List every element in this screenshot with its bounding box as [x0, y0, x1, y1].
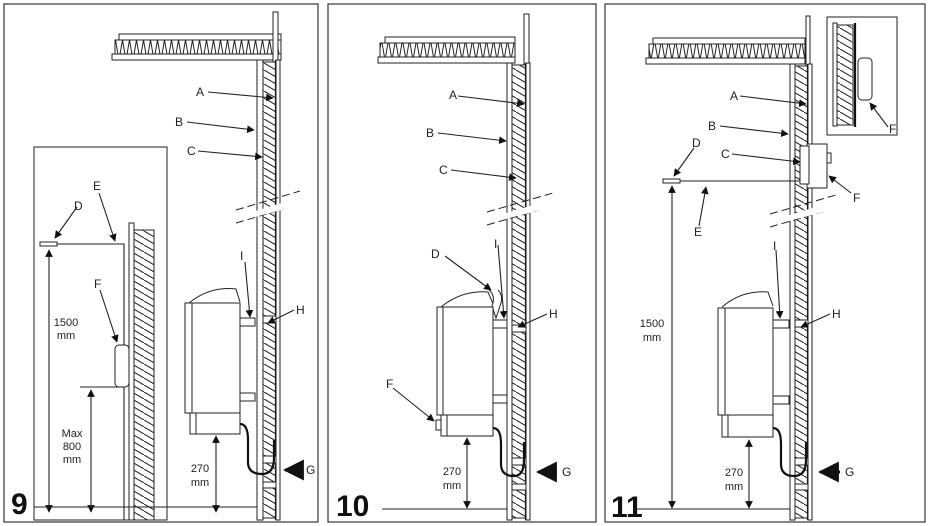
- wall-structure: [486, 62, 554, 521]
- label-b: B: [708, 119, 716, 133]
- label-f: F: [853, 191, 860, 205]
- power-cable: [772, 426, 808, 478]
- label-i: I: [773, 239, 776, 253]
- mounting-bracket: [239, 317, 256, 327]
- sensor-d: [662, 178, 681, 184]
- label-d: D: [431, 247, 440, 261]
- label-c: C: [439, 163, 448, 177]
- inset-wall: [128, 222, 155, 521]
- sauna-heater: [435, 289, 526, 478]
- dim-800-line2: 800: [63, 441, 81, 453]
- panel-11: F 1500 mm 270 mm A B C D: [604, 3, 926, 524]
- label-d: D: [692, 136, 701, 150]
- sensor-d: [488, 289, 503, 320]
- label-f: F: [386, 377, 393, 391]
- label-a: A: [196, 85, 204, 99]
- label-e: E: [694, 225, 702, 239]
- dim-270-value: 270: [443, 466, 461, 478]
- sauna-heater: [717, 291, 808, 478]
- inset-detail: F: [826, 16, 898, 136]
- dim-800-unit: mm: [63, 454, 81, 466]
- label-a: A: [730, 89, 738, 103]
- wall-structure: [235, 59, 301, 521]
- label-i: I: [240, 249, 243, 263]
- sauna-heater: [184, 288, 276, 476]
- dim-800-line1: Max: [62, 428, 83, 440]
- sensor-cable-e: [57, 243, 125, 520]
- label-d: D: [74, 199, 83, 213]
- inset-room-frame: [33, 146, 168, 521]
- sensor-d: [39, 241, 58, 247]
- dim-1500-unit: mm: [643, 332, 661, 344]
- label-i: I: [494, 237, 497, 251]
- mounting-bracket: [492, 319, 508, 329]
- mounting-bracket: [239, 392, 256, 402]
- label-c: C: [187, 144, 196, 158]
- label-h: H: [832, 307, 841, 321]
- figure-number: 11: [611, 491, 643, 524]
- dim-270-unit: mm: [725, 481, 743, 493]
- dim-1500-value: 1500: [640, 318, 664, 330]
- mounting-bracket: [492, 394, 508, 404]
- figure-number: 10: [336, 490, 369, 523]
- dim-270-value: 270: [725, 467, 743, 479]
- dim-270-unit: mm: [443, 480, 461, 492]
- dim-270-unit: mm: [191, 477, 209, 489]
- panel-9: 1500 mm Max 800 mm 270 mm A B C D: [3, 3, 319, 523]
- control-unit-f: [799, 143, 832, 189]
- power-cable: [492, 426, 526, 478]
- mounting-bracket: [772, 319, 790, 329]
- panel-frame: [327, 3, 597, 523]
- label-g: G: [845, 465, 854, 479]
- label-e: E: [93, 179, 101, 193]
- dim-1500-value: 1500: [54, 317, 78, 329]
- ceiling-structure: [111, 11, 282, 63]
- mounting-bracket: [772, 395, 790, 405]
- label-c: C: [721, 147, 730, 161]
- power-cable: [239, 422, 276, 476]
- label-f-inset: F: [889, 122, 896, 136]
- ceiling-structure: [377, 13, 530, 65]
- label-b: B: [426, 126, 434, 140]
- dim-270-value: 270: [191, 463, 209, 475]
- figure-number: 9: [11, 488, 28, 521]
- label-g: G: [306, 463, 315, 477]
- control-unit-f: [435, 419, 442, 431]
- control-unit-f: [114, 344, 130, 388]
- label-h: H: [549, 307, 558, 321]
- label-h: H: [296, 303, 305, 317]
- label-a: A: [449, 88, 457, 102]
- control-unit-f-inset: [857, 57, 873, 101]
- label-f: F: [94, 277, 101, 291]
- label-b: B: [175, 115, 183, 129]
- panel-10: 270 mm A B C D F G H I 10: [327, 3, 597, 523]
- dim-1500-unit: mm: [57, 330, 75, 342]
- ceiling-structure: [645, 15, 811, 67]
- label-g: G: [562, 465, 571, 479]
